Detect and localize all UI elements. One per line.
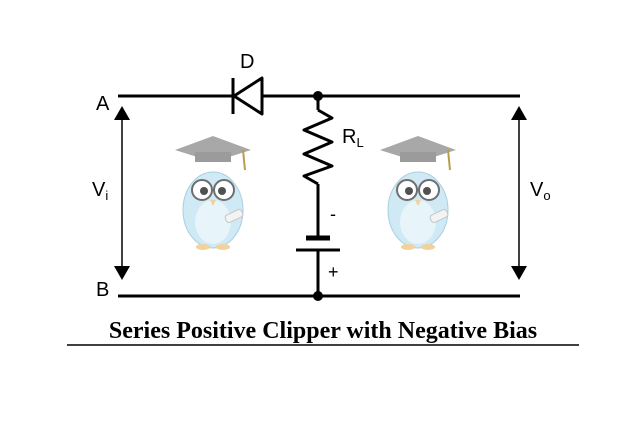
load-resistor-label: RL: [342, 126, 364, 150]
output-voltage-label: Vo: [530, 179, 551, 203]
input-voltage-arrow: [114, 106, 130, 280]
terminal-b-label: B: [96, 279, 109, 301]
output-voltage-subscript: o: [543, 188, 550, 203]
load-resistor-letter: R: [342, 126, 356, 148]
input-voltage-label: Vi: [92, 179, 108, 203]
battery-symbol: [296, 235, 340, 252]
owl-mascot-icon: [174, 135, 252, 251]
diagram-caption: Series Positive Clipper with Negative Bi…: [109, 318, 537, 344]
battery-minus-label: -: [330, 204, 336, 224]
diode-symbol: [231, 76, 264, 116]
diode-label: D: [240, 51, 254, 73]
load-resistor-subscript: L: [356, 135, 363, 150]
output-voltage-arrow: [511, 106, 527, 280]
terminal-a-label: A: [96, 93, 110, 115]
battery-plus-label: +: [328, 262, 339, 282]
owl-mascot-icon: [379, 135, 457, 251]
resistor-symbol: [302, 108, 334, 186]
input-voltage-subscript: i: [105, 188, 108, 203]
input-voltage-letter: V: [92, 179, 106, 201]
output-voltage-letter: V: [530, 179, 544, 201]
